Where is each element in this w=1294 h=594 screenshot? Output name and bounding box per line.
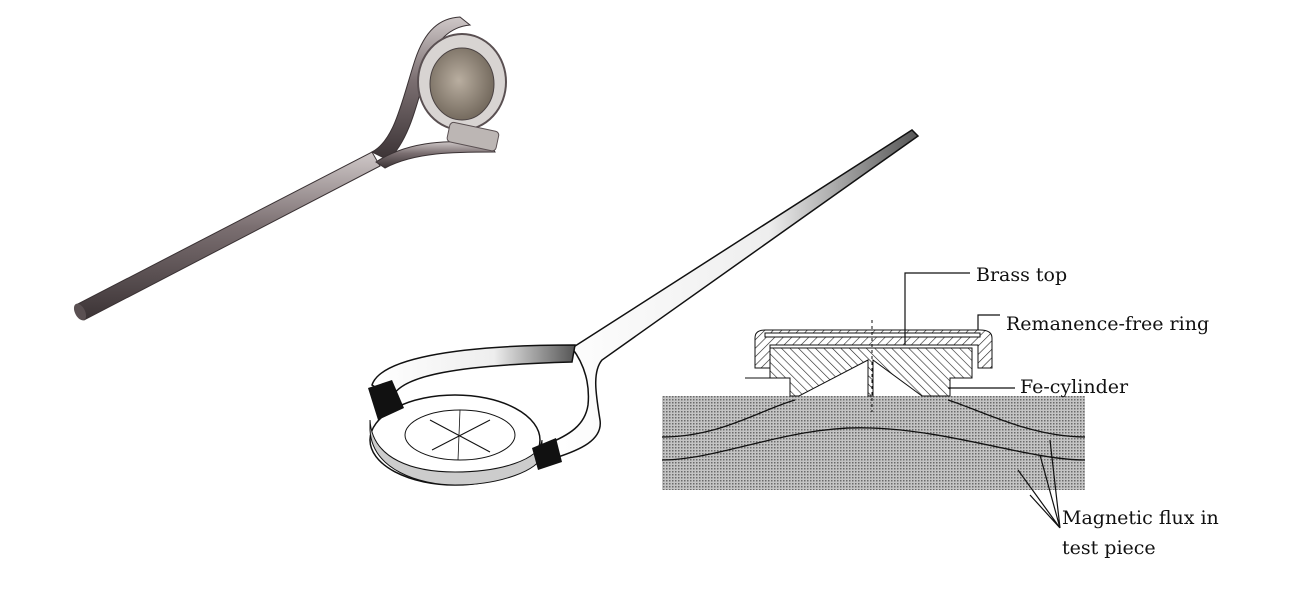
label-remanence-free-ring: Remanence-free ring <box>1006 313 1209 335</box>
probe-drawing <box>368 129 920 486</box>
test-piece <box>662 396 1085 490</box>
cross-section <box>661 320 1086 490</box>
label-fe-cylinder: Fe-cylinder <box>1020 376 1129 398</box>
label-brass-top: Brass top <box>976 264 1067 286</box>
flux-line-upper <box>661 399 1086 438</box>
probe-photo <box>73 16 507 321</box>
label-magnetic-flux-line1: Magnetic flux in <box>1062 507 1219 529</box>
leader-lines <box>904 272 1061 529</box>
label-magnetic-flux-line2: test piece <box>1062 537 1156 559</box>
flux-line-lower <box>661 427 1086 461</box>
